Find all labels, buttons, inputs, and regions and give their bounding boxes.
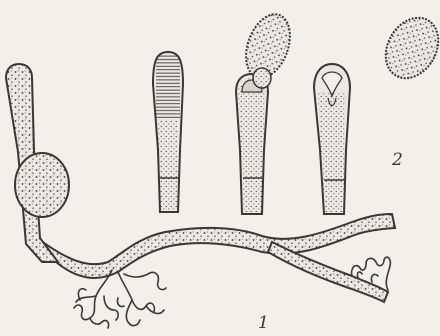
sporangium-swelling — [15, 153, 69, 217]
rhizoids — [74, 270, 166, 328]
free-spore — [375, 8, 440, 87]
stage-budding — [236, 8, 298, 214]
hypha — [40, 214, 395, 302]
stage-capped-tip — [314, 64, 350, 214]
stage-striated-tip — [153, 52, 183, 212]
panel-2-stages — [153, 8, 440, 214]
panel-label-1: 1 — [258, 313, 269, 333]
panel-label-2: 2 — [391, 150, 403, 170]
